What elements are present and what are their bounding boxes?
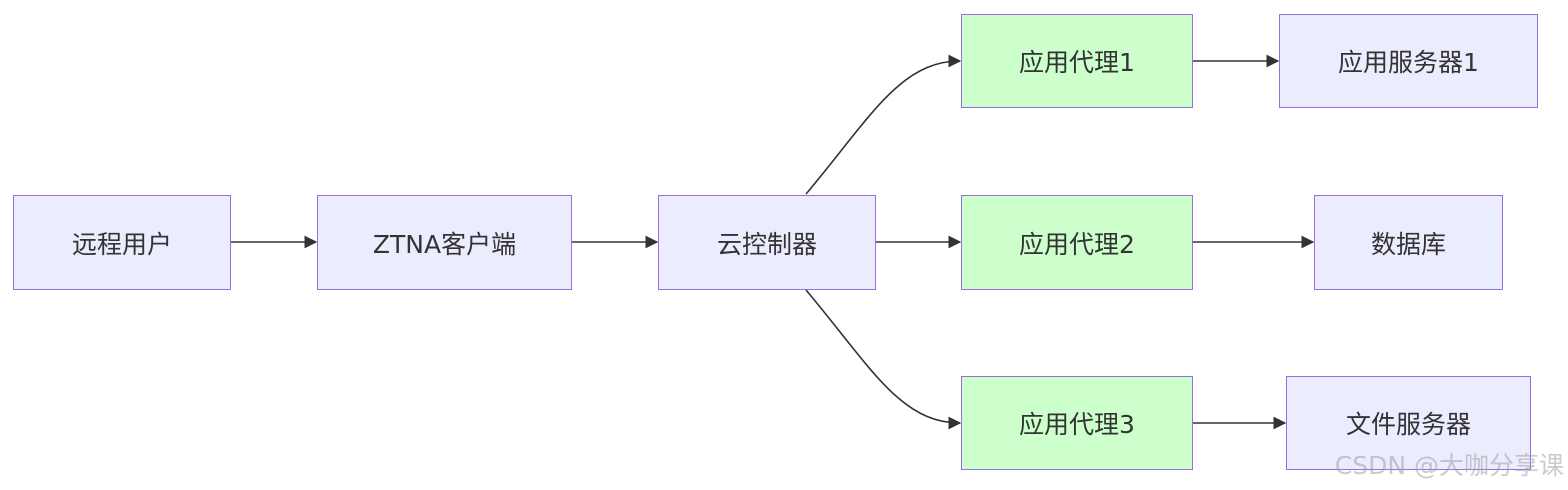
- node-ztna-client: ZTNA客户端: [317, 195, 572, 290]
- node-app-proxy-1: 应用代理1: [961, 14, 1193, 108]
- node-database-label: 数据库: [1370, 229, 1446, 259]
- node-app-server-1-label: 应用服务器1: [1338, 48, 1479, 77]
- node-app-proxy-1-label: 应用代理1: [1019, 48, 1135, 77]
- node-cloud-controller: 云控制器: [658, 195, 876, 290]
- node-app-proxy-3-label: 应用代理3: [1019, 410, 1135, 439]
- node-database: 数据库: [1314, 195, 1503, 290]
- node-ztna-client-label: ZTNA客户端: [372, 229, 517, 259]
- edge-cloud-controller-to-app-proxy-1: [805, 54, 962, 195]
- node-app-proxy-2: 应用代理2: [961, 195, 1193, 290]
- node-file-server: 文件服务器: [1286, 376, 1531, 470]
- node-app-proxy-2-label: 应用代理2: [1019, 229, 1135, 259]
- node-remote-user-label: 远程用户: [71, 229, 172, 259]
- node-app-server-1: 应用服务器1: [1279, 14, 1538, 108]
- watermark: CSDN @大咖分享课: [1334, 451, 1564, 480]
- node-cloud-controller-label: 云控制器: [716, 229, 817, 259]
- node-remote-user: 远程用户: [13, 195, 231, 290]
- node-file-server-label: 文件服务器: [1345, 410, 1471, 439]
- edge-cloud-controller-to-app-proxy-3: [805, 289, 962, 430]
- node-app-proxy-3: 应用代理3: [961, 376, 1193, 470]
